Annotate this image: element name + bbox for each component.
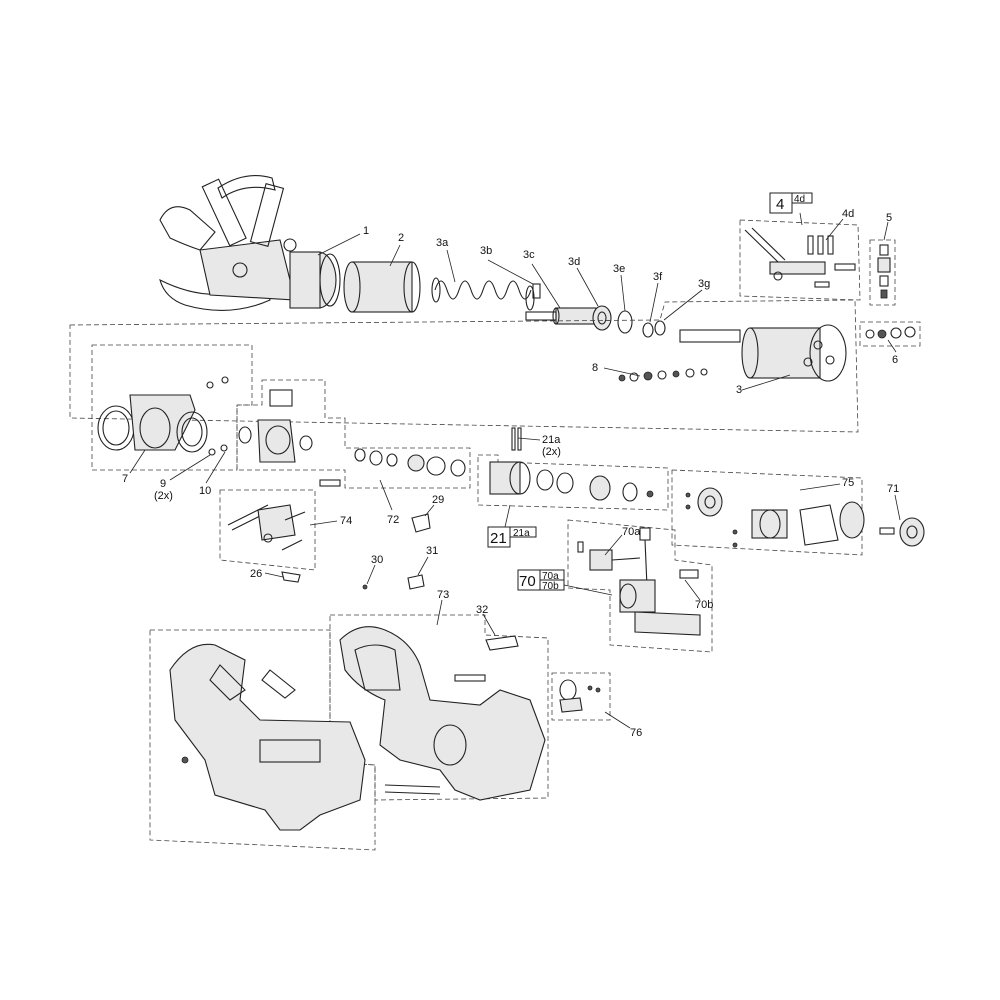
- callout-75: 75: [842, 477, 854, 489]
- part-3a-spring: [431, 277, 535, 311]
- part-screw-row: [384, 784, 441, 795]
- callout-32: 32: [476, 604, 488, 616]
- part-70-control-module: [577, 527, 701, 636]
- callout-3f: 3f: [653, 271, 663, 283]
- callout-3e: 3e: [613, 263, 625, 275]
- part-73-housing-left: [169, 643, 366, 831]
- callout-3b: 3b: [480, 245, 492, 257]
- callout-9-qty: (2x): [154, 490, 173, 502]
- part-73-housing-right: [339, 626, 546, 801]
- part-4-valve-block: [744, 227, 856, 288]
- callout-3a: 3a: [436, 237, 449, 249]
- part-2-sleeve: [343, 261, 421, 313]
- part-76-hanger-hook: [559, 679, 601, 713]
- part-3c-piston: [525, 307, 597, 325]
- part-74-trigger-assembly: [227, 504, 306, 551]
- callout-3c: 3c: [523, 249, 535, 261]
- callout-7: 7: [122, 473, 128, 485]
- part-30-screw: [362, 584, 368, 590]
- callout-70-sub-b: 70b: [542, 581, 559, 592]
- callout-70a: 70a: [622, 526, 641, 538]
- callout-21a: 21a: [542, 434, 561, 446]
- callout-3: 3: [736, 384, 742, 396]
- part-3f-oring: [642, 322, 654, 338]
- callout-70-sub-a: 70a: [542, 571, 559, 582]
- callout-70b: 70b: [695, 599, 713, 611]
- callout-2: 2: [398, 232, 404, 244]
- part-3d-bushing: [592, 305, 612, 331]
- callout-72: 72: [387, 514, 399, 526]
- callout-29: 29: [432, 494, 444, 506]
- callout-21-subbox: [509, 526, 537, 538]
- callout-6: 6: [892, 354, 898, 366]
- callout-70: 70: [519, 573, 536, 590]
- callout-73: 73: [437, 589, 449, 601]
- part-8-valve-string: [618, 368, 708, 382]
- callout-21: 21: [490, 530, 507, 547]
- part-1-cutter-head: [159, 175, 341, 311]
- part-32-latch: [485, 635, 519, 651]
- callout-9: 9: [160, 478, 166, 490]
- part-3g-washer: [654, 320, 666, 336]
- callout-31: 31: [426, 545, 438, 557]
- callout-71: 71: [887, 483, 899, 495]
- callout-10: 10: [199, 485, 211, 497]
- part-71-end-cap: [879, 517, 925, 547]
- callout-4-sub: 4d: [794, 194, 805, 205]
- part-75-motor: [685, 487, 865, 548]
- part-3-cylinder: [679, 324, 847, 382]
- part-7-collar: [97, 376, 229, 453]
- callout-4-subbox: [791, 192, 813, 204]
- part-72-pump-assembly: [238, 389, 466, 487]
- callout-1: 1: [363, 225, 369, 237]
- callout-21a-qty: (2x): [542, 446, 561, 458]
- callout-26: 26: [250, 568, 262, 580]
- callout-76: 76: [630, 727, 642, 739]
- callout-21-sub: 21a: [513, 528, 530, 539]
- callout-4d: 4d: [842, 208, 854, 220]
- part-3e-ring: [617, 310, 633, 334]
- callout-8: 8: [592, 362, 598, 374]
- callout-3d: 3d: [568, 256, 580, 268]
- callout-30: 30: [371, 554, 383, 566]
- part-29-clip: [411, 513, 431, 533]
- callout-3g: 3g: [698, 278, 710, 290]
- part-6-plug-set: [859, 321, 921, 347]
- callout-5: 5: [886, 212, 892, 224]
- part-31-clip: [407, 574, 425, 590]
- part-3b-pin: [532, 283, 541, 299]
- part-21-motor-gearbox: [489, 427, 654, 502]
- callout-4: 4: [776, 196, 784, 213]
- part-5-relief-valve: [869, 239, 896, 306]
- callout-74: 74: [340, 515, 352, 527]
